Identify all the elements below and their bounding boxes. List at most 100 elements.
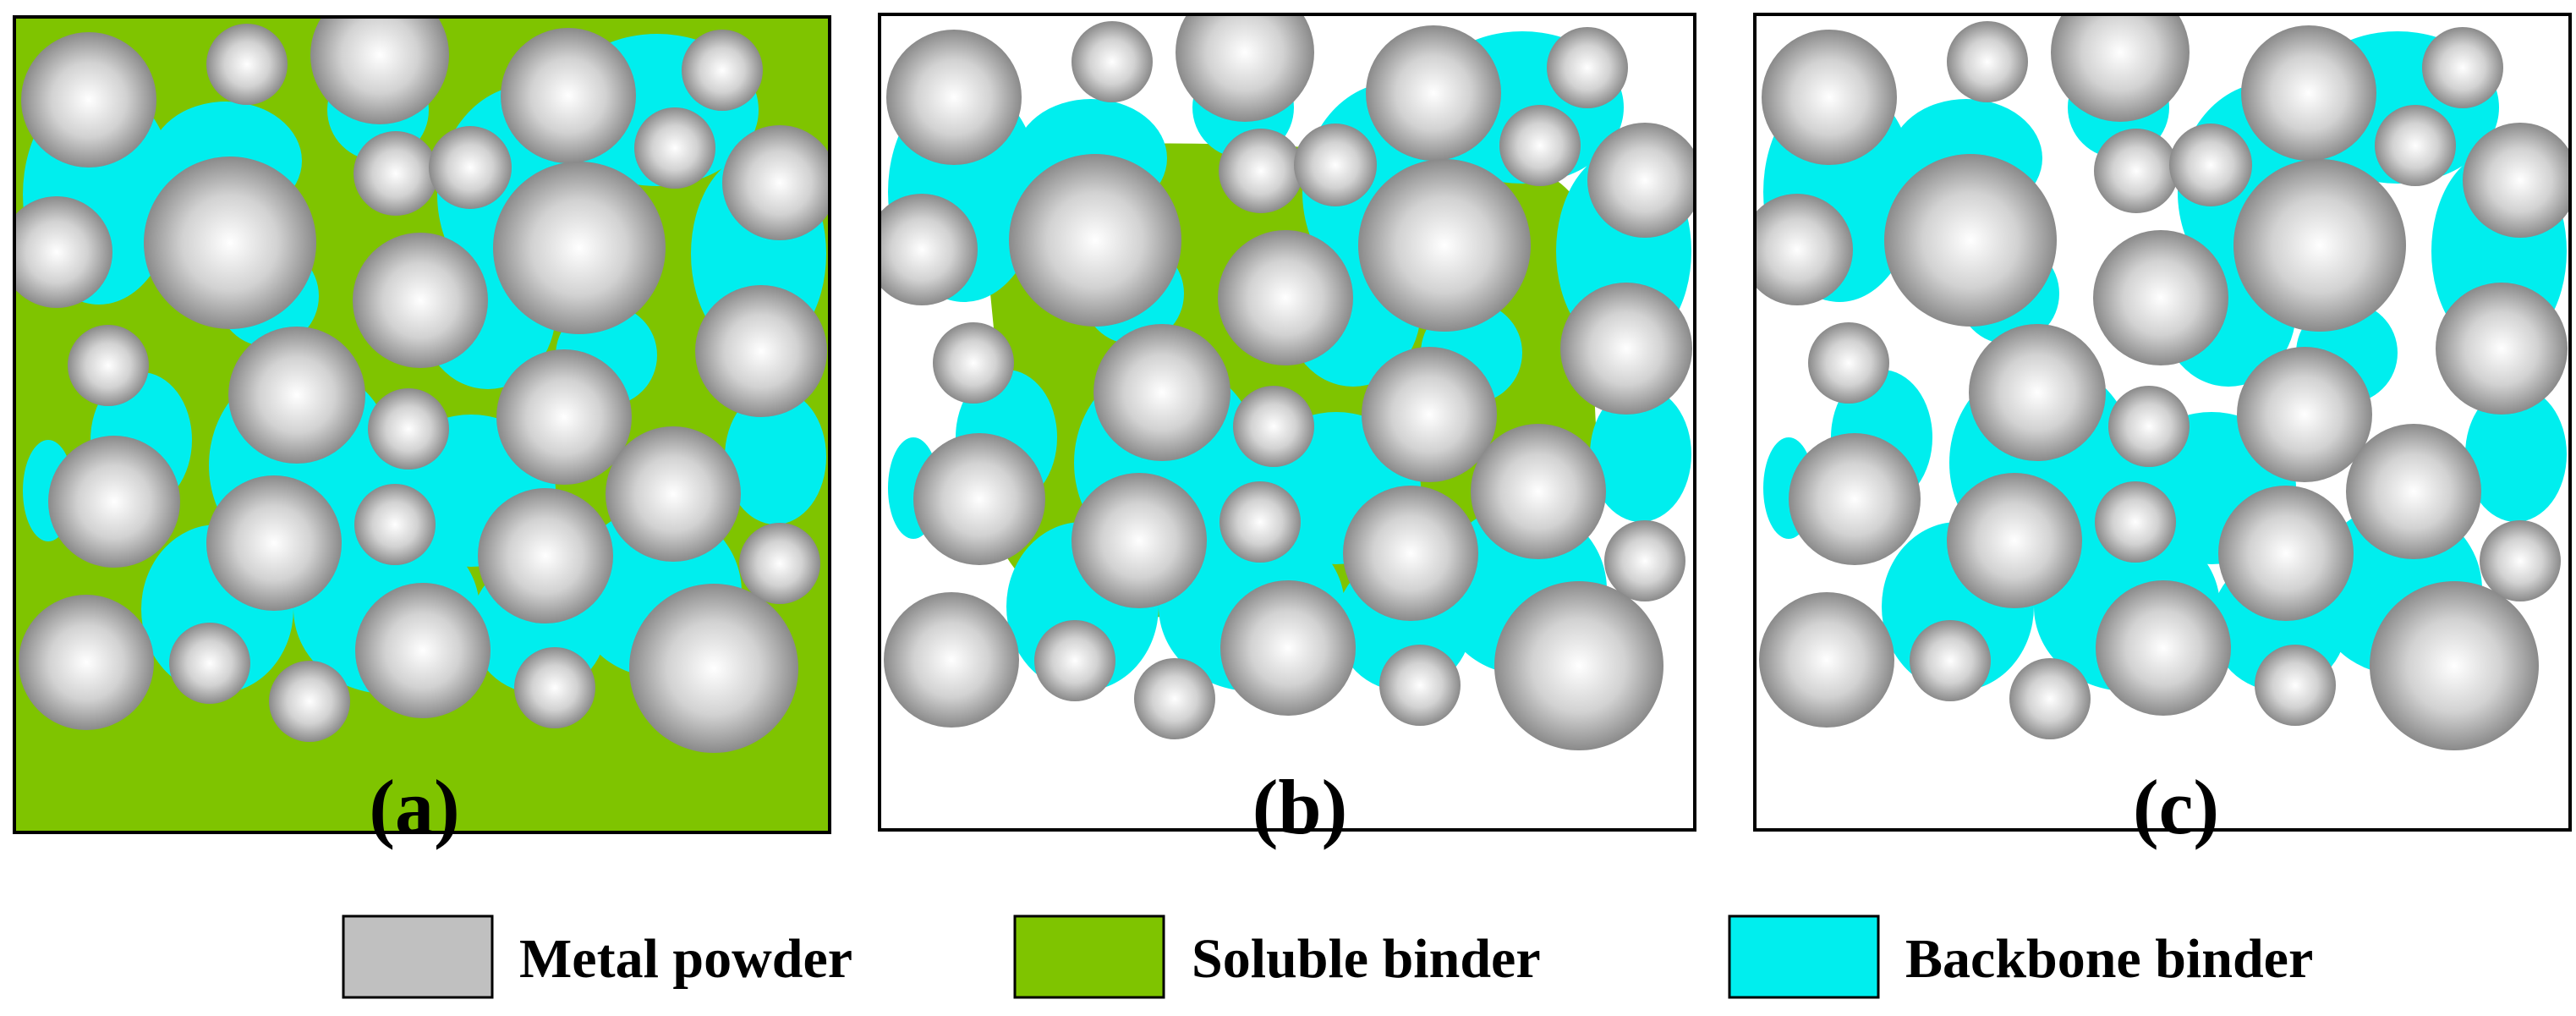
metal-particle xyxy=(629,584,798,753)
panel-c-content xyxy=(1755,14,2570,830)
metal-particle xyxy=(2218,486,2354,621)
metal-particle xyxy=(2346,424,2481,559)
metal-particle xyxy=(933,322,1014,404)
panel-label-a: (a) xyxy=(369,764,459,850)
metal-particle xyxy=(1072,21,1153,102)
legend-swatch-soluble xyxy=(1013,914,1165,999)
metal-particle xyxy=(1560,283,1692,415)
metal-particle xyxy=(1884,154,2057,327)
legend-swatch-metal xyxy=(342,914,494,999)
metal-particle xyxy=(695,285,827,417)
metal-particle xyxy=(1969,324,2106,461)
metal-particle xyxy=(169,623,250,704)
metal-particle xyxy=(353,233,488,368)
metal-particle xyxy=(2255,645,2336,726)
metal-particle xyxy=(310,17,449,124)
metal-particle xyxy=(2480,520,2561,601)
metal-particle xyxy=(2233,159,2406,332)
metal-particle xyxy=(2095,481,2176,563)
metal-particle xyxy=(1755,194,1853,305)
metal-particle xyxy=(1789,433,1921,565)
metal-particle xyxy=(368,388,449,470)
metal-particle xyxy=(2436,283,2568,415)
metal-particle xyxy=(1072,473,1207,608)
legend-label-metal: Metal powder xyxy=(519,928,852,990)
metal-particle xyxy=(496,349,632,485)
metal-particle xyxy=(2094,129,2179,213)
metal-particle xyxy=(1947,473,2082,608)
metal-particle xyxy=(144,157,316,329)
legend-swatch-backbone xyxy=(1728,914,1880,999)
metal-particle xyxy=(2169,124,2252,206)
metal-particle xyxy=(1762,30,1897,165)
panel-label-c: (c) xyxy=(2133,764,2219,850)
metal-particle xyxy=(2463,123,2570,238)
metal-particle xyxy=(1034,620,1115,701)
metal-particle xyxy=(14,196,112,308)
metal-particle xyxy=(1808,322,1889,404)
panel-frame xyxy=(1753,13,2572,832)
metal-particle xyxy=(1218,230,1353,365)
metal-particle xyxy=(1494,581,1663,750)
panel-c xyxy=(1753,13,2572,832)
metal-particle xyxy=(739,523,820,604)
metal-particle xyxy=(886,30,1022,165)
metal-particle xyxy=(722,125,830,240)
metal-particle xyxy=(2237,347,2372,482)
metal-particle xyxy=(880,194,978,305)
metal-particle xyxy=(19,595,154,730)
metal-particle xyxy=(1219,129,1303,213)
metal-particle xyxy=(1134,658,1215,739)
metal-particle xyxy=(634,107,715,189)
backbone-binder-blob xyxy=(1590,387,1691,522)
metal-particle xyxy=(48,436,180,568)
metal-particle xyxy=(1379,645,1461,726)
metal-particle xyxy=(354,131,438,216)
backbone-binder-blob xyxy=(2465,387,2567,522)
metal-particle xyxy=(2051,14,2190,122)
panel-a xyxy=(13,15,831,834)
metal-particle xyxy=(1587,123,1695,238)
metal-particle xyxy=(2241,25,2376,161)
panel-b-content xyxy=(880,14,1695,830)
metal-particle xyxy=(1176,14,1314,122)
metal-particle xyxy=(269,661,350,742)
panel-a-content xyxy=(14,17,830,832)
metal-particle xyxy=(1220,580,1356,716)
metal-particle xyxy=(21,32,156,168)
metal-particle xyxy=(2009,658,2091,739)
metal-particle xyxy=(1547,27,1628,108)
panel-frame xyxy=(13,15,831,834)
metal-particle xyxy=(2422,27,2503,108)
metal-particle xyxy=(1093,324,1230,461)
backbone-binder-blob xyxy=(725,389,826,524)
metal-particle xyxy=(2108,386,2190,467)
metal-particle xyxy=(355,583,491,718)
metal-particle xyxy=(1499,105,1581,186)
metal-particle xyxy=(2370,581,2539,750)
metal-particle xyxy=(1604,520,1685,601)
metal-particle xyxy=(1366,25,1501,161)
metal-particle xyxy=(354,484,436,565)
metal-particle xyxy=(1219,481,1301,563)
metal-particle xyxy=(1362,347,1497,482)
panel-label-b: (b) xyxy=(1252,764,1347,850)
metal-particle xyxy=(2093,230,2228,365)
metal-particle xyxy=(493,162,666,334)
metal-particle xyxy=(682,30,763,111)
metal-particle xyxy=(206,24,288,105)
metal-particle xyxy=(514,647,595,728)
metal-particle xyxy=(1910,620,1991,701)
metal-particle xyxy=(1947,21,2028,102)
metal-particle xyxy=(206,475,342,611)
metal-particle xyxy=(68,325,149,406)
metal-particle xyxy=(1358,159,1531,332)
metal-particle xyxy=(606,426,741,562)
metal-particle xyxy=(1759,592,1894,728)
metal-particle xyxy=(1009,154,1181,327)
panel-frame xyxy=(878,13,1696,832)
metal-particle xyxy=(2096,580,2231,716)
legend-label-soluble: Soluble binder xyxy=(1192,928,1541,990)
metal-particle xyxy=(913,433,1045,565)
